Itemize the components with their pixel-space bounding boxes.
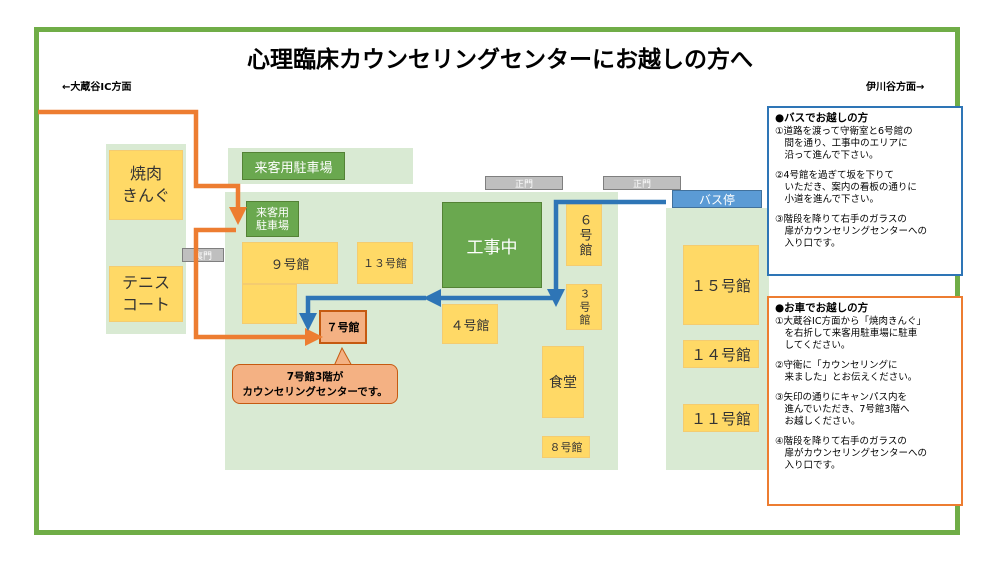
bus-info-panel: ●バスでお越しの方 ①道路を渡って守衛室と6号館の 間を通り、工事中のエリアに …	[767, 106, 963, 276]
building-9-annex	[242, 284, 297, 324]
car-panel-item-2: ②守衛に「カウンセリングに 来ました」とお伝えください。	[775, 360, 918, 383]
building-7: ７号館	[319, 310, 367, 344]
car-info-panel: ●お車でお越しの方 ①大蔵谷IC方面から「焼肉きんぐ」 を右折して来客用駐車場に…	[767, 296, 963, 506]
bus-route-line	[547, 199, 666, 307]
main-gate-2: 正門	[603, 176, 681, 190]
bus-panel-item-3: ③階段を降りて右手のガラスの 扉がカウンセリングセンターへの 入り口です。	[775, 214, 928, 249]
tennis-court: テニス コート	[109, 266, 183, 322]
car-route-line	[38, 109, 247, 225]
building-13: １３号館	[357, 242, 413, 284]
bus-panel-item-2: ②4号館を過ぎて坂を下りて いただき、案内の看板の通りに 小道を進んで下さい。	[775, 170, 917, 205]
ground-campus-main	[225, 192, 618, 470]
building-11: １１号館	[683, 404, 759, 432]
bus-stop: バス停	[672, 190, 762, 208]
car-panel-item-4: ④階段を降りて右手のガラスの 扉がカウンセリングセンターへの 入り口です。	[775, 436, 928, 471]
map-frame	[34, 27, 960, 535]
rear-gate: 裏門	[182, 248, 224, 262]
building-3: ３号館	[566, 284, 602, 330]
car-panel-heading: ●お車でお越しの方	[775, 302, 869, 314]
car-route-line-2	[193, 227, 323, 346]
yakiniku-king: 焼肉 きんぐ	[109, 150, 183, 220]
car-panel-item-3: ③矢印の通りにキャンパス内を 進んでいただき、7号館3階へ お越しください。	[775, 392, 910, 427]
visitor-parking-main: 来客用駐車場	[242, 152, 345, 180]
building-4: ４号館	[442, 304, 498, 344]
page-title: 心理臨床カウンセリングセンターにお越しの方へ	[247, 47, 753, 73]
building-15: １５号館	[683, 245, 759, 325]
direction-left-label: ←大蔵谷IC方面	[62, 82, 132, 93]
building-9: ９号館	[242, 242, 338, 284]
bus-panel-heading: ●バスでお越しの方	[775, 112, 869, 124]
bus-panel-item-1: ①道路を渡って守衛室と6号館の 間を通り、工事中のエリアに 沿って進んで下さい。	[775, 126, 913, 161]
cafeteria: 食堂	[542, 346, 584, 418]
main-gate-1: 正門	[485, 176, 563, 190]
construction-area: 工事中	[442, 202, 542, 288]
building-14: １４号館	[683, 340, 759, 368]
visitor-parking-small: 来客用 駐車場	[246, 201, 299, 237]
bus-route-line-3	[299, 295, 426, 331]
direction-right-label: 伊川谷方面→	[866, 82, 925, 93]
counseling-callout: 7号館3階が カウンセリングセンターです。	[232, 364, 398, 404]
building-6: ６号館	[566, 204, 602, 266]
building-8: ８号館	[542, 436, 590, 458]
car-panel-item-1: ①大蔵谷IC方面から「焼肉きんぐ」 を右折して来客用駐車場に駐車 してください。	[775, 316, 926, 351]
